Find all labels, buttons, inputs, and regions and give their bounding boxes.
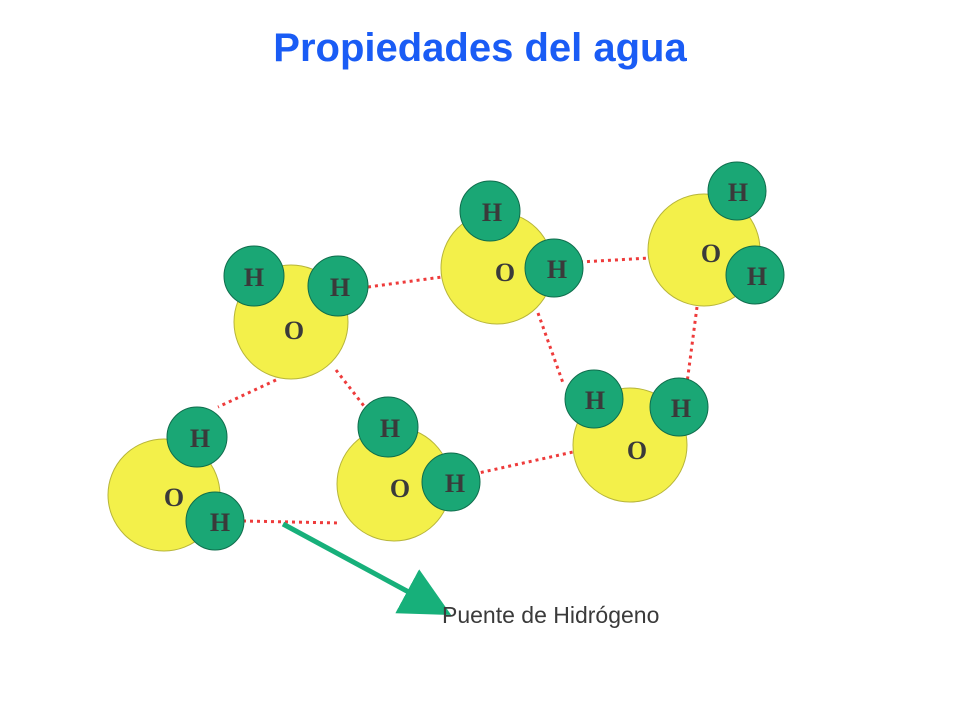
- oxygen-symbol: O: [701, 239, 721, 268]
- hydrogen-bond: [579, 256, 651, 264]
- hydrogen-bond-caption: Puente de Hidrógeno: [442, 602, 659, 628]
- oxygen-symbol: O: [627, 436, 647, 465]
- water-molecule: O H H: [336, 396, 481, 542]
- oxygen-symbol: O: [495, 258, 515, 287]
- hydrogen-symbol: H: [671, 394, 691, 423]
- hydrogen-atom: [564, 369, 624, 429]
- page-title: Propiedades del agua: [273, 26, 687, 70]
- hydrogen-symbol: H: [747, 262, 767, 291]
- hydrogen-symbol: H: [482, 198, 502, 227]
- hydrogen-atom: [166, 406, 228, 468]
- hydrogen-bond: [367, 275, 443, 289]
- oxygen-symbol: O: [164, 483, 184, 512]
- hydrogen-bonds: [217, 256, 699, 525]
- hydrogen-symbol: H: [445, 469, 465, 498]
- water-molecule: O H H: [223, 245, 369, 380]
- hydrogen-symbol: H: [728, 178, 748, 207]
- hydrogen-symbol: H: [547, 255, 567, 284]
- hydrogen-symbol: H: [210, 508, 230, 537]
- hydrogen-symbol: H: [190, 424, 210, 453]
- hydrogen-atom: [357, 396, 419, 458]
- hydrogen-atom: [725, 245, 785, 305]
- water-molecule: O H H: [107, 406, 245, 552]
- hydrogen-symbol: H: [585, 386, 605, 415]
- oxygen-symbol: O: [390, 474, 410, 503]
- hydrogen-bond: [473, 450, 574, 476]
- hydrogen-atom: [707, 161, 767, 221]
- hydrogen-atom: [307, 255, 369, 317]
- hydrogen-atom: [524, 238, 584, 298]
- oxygen-symbol: O: [284, 316, 304, 345]
- hydrogen-bond: [217, 378, 277, 409]
- hydrogen-atom: [459, 180, 521, 242]
- hydrogen-symbol: H: [244, 263, 264, 292]
- water-molecule: O H H: [440, 180, 584, 325]
- water-molecule: O H H: [647, 161, 785, 307]
- hydrogen-atom: [649, 377, 709, 437]
- hydrogen-symbol: H: [380, 414, 400, 443]
- hydrogen-bond: [685, 306, 699, 384]
- water-molecule: O H H: [564, 369, 709, 503]
- hydrogen-atom: [223, 245, 285, 307]
- hydrogen-bond: [334, 369, 366, 407]
- hydrogen-symbol: H: [330, 273, 350, 302]
- hydrogen-atom: [185, 491, 245, 551]
- hydrogen-bond: [536, 312, 565, 384]
- hydrogen-bond: [242, 519, 341, 525]
- arrow-icon: [281, 521, 452, 616]
- hydrogen-atom: [421, 452, 481, 512]
